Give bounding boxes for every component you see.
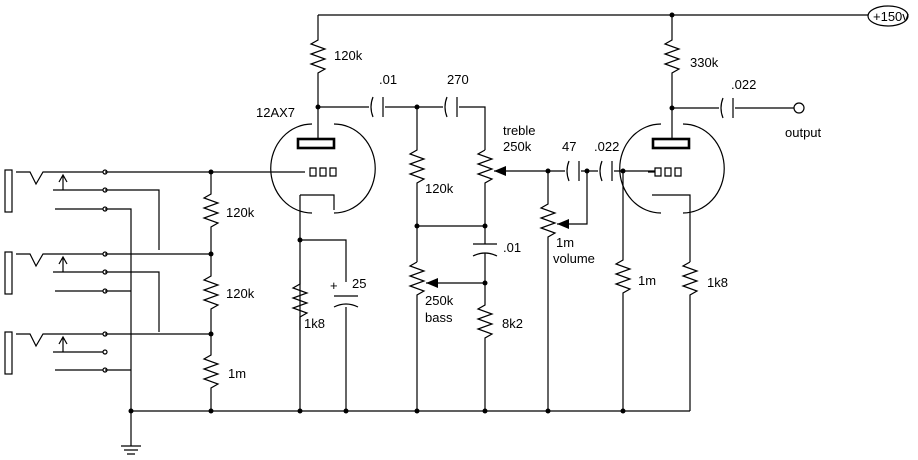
bass-pot-value: 250k [425,293,454,308]
cathode-cap-polarity: + [330,278,338,293]
resistor-icon [614,171,632,411]
plate-resistor-2-label: 330k [690,55,719,70]
resistor-icon [408,107,426,262]
volume-cap-47-label: 47 [562,139,576,154]
capacitor-icon [370,96,384,118]
capacitor-icon [333,295,359,411]
capacitor-icon [566,160,580,182]
resistor-icon [202,334,220,411]
tube-1-label: 12AX7 [256,105,295,120]
cathode-cap-label: 25 [352,276,366,291]
input-resistor-1-label: 120k [226,205,255,220]
output-label: output [785,125,822,140]
volume-pot-name: volume [553,251,595,266]
resistor-icon [309,15,327,139]
supply-rail: +150v [318,5,909,27]
mid-resistor-label: 120k [425,181,454,196]
cathode-resistor-2-label: 1k8 [707,275,728,290]
triode-icon [270,123,376,214]
input-jack-icon [4,251,108,295]
capacitor-icon [599,160,613,182]
input-jack-icon [4,169,108,213]
output-cap-label: .022 [731,77,756,92]
supply-label: +150v [873,9,909,24]
capacitor-icon [444,96,458,118]
resistor-icon [202,172,220,254]
ground-icon [121,411,141,455]
volume-cap-022-label: .022 [594,139,619,154]
potentiometer-icon [476,149,544,244]
input-resistor-3-label: 1m [228,366,246,381]
potentiometer-icon [539,171,588,411]
resistor-icon [476,300,494,411]
treble-pot-value: 250k [503,139,532,154]
bass-cap-label: .01 [503,240,521,255]
grid-resistor-label: 1m [638,273,656,288]
resistor-icon [202,254,220,334]
triode-icon [619,123,725,262]
potentiometer-icon [408,261,485,411]
resistor-icon [663,15,681,139]
coupling-cap-label: .01 [379,72,397,87]
resistor-icon [681,261,699,411]
treble-pot-name: treble [503,123,536,138]
mid-pot-resistor-label: 8k2 [502,316,523,331]
input-jack-icon [4,331,108,375]
cathode-resistor-1-label: 1k8 [304,316,325,331]
ground-rail [128,408,690,414]
treble-cap-label: 270 [447,72,469,87]
input-wiring [105,169,298,411]
volume-pot-value: 1m [556,235,574,250]
capacitor-icon [720,97,734,119]
input-resistor-2-label: 120k [226,286,255,301]
bass-pot-name: bass [425,310,453,325]
plate-resistor-1-label: 120k [334,48,363,63]
resistor-icon [291,270,309,330]
